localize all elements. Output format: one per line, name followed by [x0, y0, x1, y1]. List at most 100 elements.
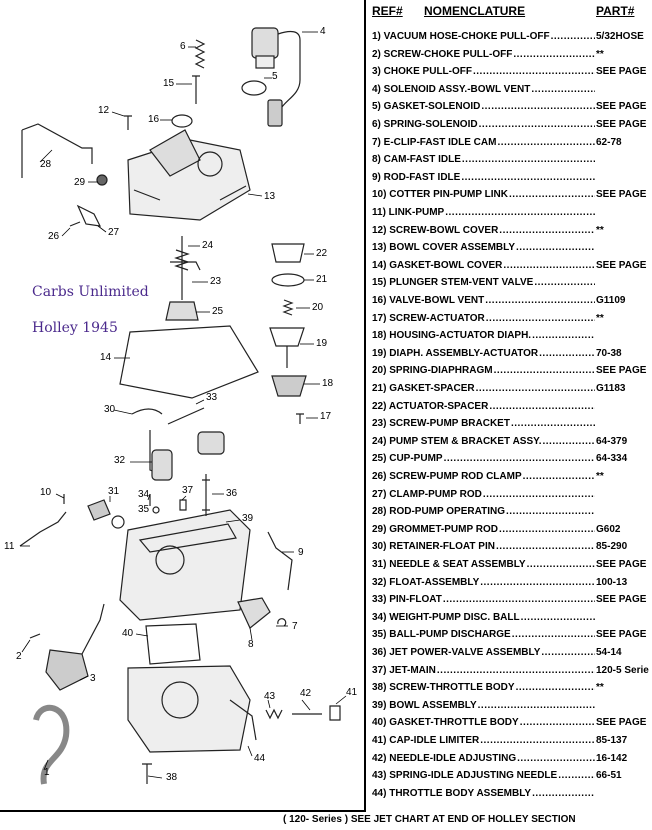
parts-list-row: 4) SOLENOID ASSY.-BOWL VENT	[372, 84, 652, 98]
leader-dots	[506, 506, 595, 517]
part-ref-and-name: 36) JET POWER-VALVE ASSEMBLY	[372, 647, 541, 658]
callout-5: 5	[272, 71, 278, 82]
part-ref-and-name: 33) PIN-FLOAT	[372, 594, 442, 606]
leader-dots	[523, 471, 595, 482]
leader-dots	[531, 84, 595, 95]
carburetor-drawing	[19, 27, 347, 785]
bowl-assembly-part	[119, 509, 251, 621]
part-number: 85-137	[596, 735, 628, 746]
eclip-part	[277, 618, 287, 627]
part-ref-and-name: 16) VALVE-BOWL VENT	[372, 295, 485, 306]
part-ref-and-name: 18) HOUSING-ACTUATOR DIAPH.	[372, 330, 532, 342]
part-ref-and-name: 3) CHOKE PULL-OFF	[372, 66, 472, 78]
parts-list-row: 6) SPRING-SOLENOIDSEE PAGE	[372, 119, 652, 133]
callout-43: 43	[264, 691, 276, 702]
parts-list-row: 16) VALVE-BOWL VENTG1109	[372, 295, 652, 309]
part-ref-and-name: 19) DIAPH. ASSEMBLY-ACTUATOR	[372, 347, 539, 359]
leader-dots	[499, 524, 595, 535]
leader-dots	[476, 383, 595, 394]
callout-12: 12	[98, 105, 110, 116]
leader-dots	[521, 612, 595, 623]
part-number: **	[596, 48, 604, 60]
callout-39: 39	[242, 513, 254, 524]
part-ref-and-name: 35) BALL-PUMP DISCHARGE	[372, 629, 511, 641]
part-ref-and-name: 14) GASKET-BOWL COVER	[372, 259, 503, 271]
throttle-body-gasket-part	[145, 623, 201, 665]
leader-dots	[527, 559, 595, 570]
callout-34: 34	[138, 489, 150, 500]
part-ref-and-name: 24) PUMP STEM & BRACKET ASSY.	[372, 435, 542, 447]
solenoid-part	[251, 27, 301, 127]
leader-dots	[503, 260, 595, 271]
callout-26: 26	[48, 231, 60, 242]
callout-8: 8	[248, 639, 254, 650]
actuator-spacer-part	[271, 243, 305, 263]
power-valve-jet-part	[202, 474, 210, 516]
throttle-body-screw-part	[142, 763, 152, 784]
parts-list-row: 32) FLOAT-ASSEMBLY100-13	[372, 577, 652, 591]
leader-dots	[485, 295, 595, 306]
callout-33: 33	[206, 392, 218, 403]
leader-dots	[551, 31, 595, 42]
idle-limiter-cap-part	[329, 705, 341, 721]
part-number: 85-290	[596, 541, 628, 553]
parts-list-row: 23) SCREW-PUMP BRACKET	[372, 418, 652, 432]
parts-list-row: 31) NEEDLE & SEAT ASSEMBLYSEE PAGE	[372, 559, 652, 573]
part-number: 64-379	[596, 435, 628, 447]
leader-dots	[542, 436, 595, 447]
throttle-body-part	[127, 665, 257, 753]
part-number: 54-14	[596, 647, 622, 658]
part-ref-and-name: 15) PLUNGER STEM-VENT VALVE	[372, 277, 534, 289]
bowl-vent-valve-part	[171, 114, 193, 128]
part-number: 62-78	[596, 136, 622, 148]
callout-11: 11	[4, 541, 15, 552]
part-ref-and-name: 8) CAM-FAST IDLE	[372, 154, 461, 166]
callout-23: 23	[210, 276, 222, 287]
part-ref-and-name: 13) BOWL COVER ASSEMBLY	[372, 242, 515, 254]
leader-dots	[462, 154, 595, 165]
plunger-part	[192, 75, 200, 104]
callout-38: 38	[166, 772, 178, 783]
leader-dots	[483, 489, 595, 500]
part-ref-and-name: 7) E-CLIP-FAST IDLE CAM	[372, 136, 497, 148]
parts-list-row: 26) SCREW-PUMP ROD CLAMP**	[372, 471, 652, 485]
leader-dots	[520, 717, 595, 728]
callout-31: 31	[108, 486, 120, 497]
part-number: SEE PAGE	[596, 559, 647, 570]
pump-link-part	[19, 511, 67, 547]
callout-24: 24	[202, 240, 214, 251]
leader-dots	[516, 242, 595, 253]
callout-28: 28	[40, 159, 52, 170]
leader-dots	[517, 753, 595, 764]
leader-dots	[461, 172, 595, 183]
actuator-screw-part	[296, 413, 304, 424]
parts-list-row: 11) LINK-PUMP	[372, 207, 652, 221]
parts-list-row: 43) SPRING-IDLE ADJUSTING NEEDLE66-51	[372, 770, 652, 784]
part-number: SEE PAGE	[596, 66, 647, 78]
leader-dots	[496, 541, 595, 552]
callout-20: 20	[312, 302, 324, 313]
leader-dots	[532, 330, 595, 341]
leader-dots	[509, 189, 595, 200]
callout-32: 32	[114, 455, 126, 466]
pump-cup-part	[165, 301, 199, 321]
parts-list-row: 10) COTTER PIN-PUMP LINKSEE PAGE	[372, 189, 652, 203]
leader-dots	[445, 207, 595, 218]
leader-dots	[541, 647, 595, 658]
idle-spring-part	[265, 708, 283, 720]
part-number: **	[596, 224, 604, 236]
part-ref-and-name: 44) THROTTLE BODY ASSEMBLY	[372, 787, 532, 799]
part-ref-and-name: 39) BOWL ASSEMBLY	[372, 699, 477, 711]
leader-dots	[480, 735, 595, 746]
parts-list-row: 9) ROD-FAST IDLE	[372, 172, 652, 186]
parts-list-row: 18) HOUSING-ACTUATOR DIAPH.	[372, 330, 652, 344]
callout-21: 21	[316, 274, 328, 285]
part-number: 5/32HOSE	[596, 31, 644, 42]
callout-16: 16	[148, 114, 160, 125]
leader-dots	[494, 365, 595, 376]
part-ref-and-name: 2) SCREW-CHOKE PULL-OFF	[372, 48, 513, 60]
leader-dots	[443, 594, 595, 605]
pump-rod-part	[21, 123, 93, 178]
bowl-cover-gasket-part	[119, 325, 259, 399]
needle-seat-gasket-part	[111, 515, 125, 529]
